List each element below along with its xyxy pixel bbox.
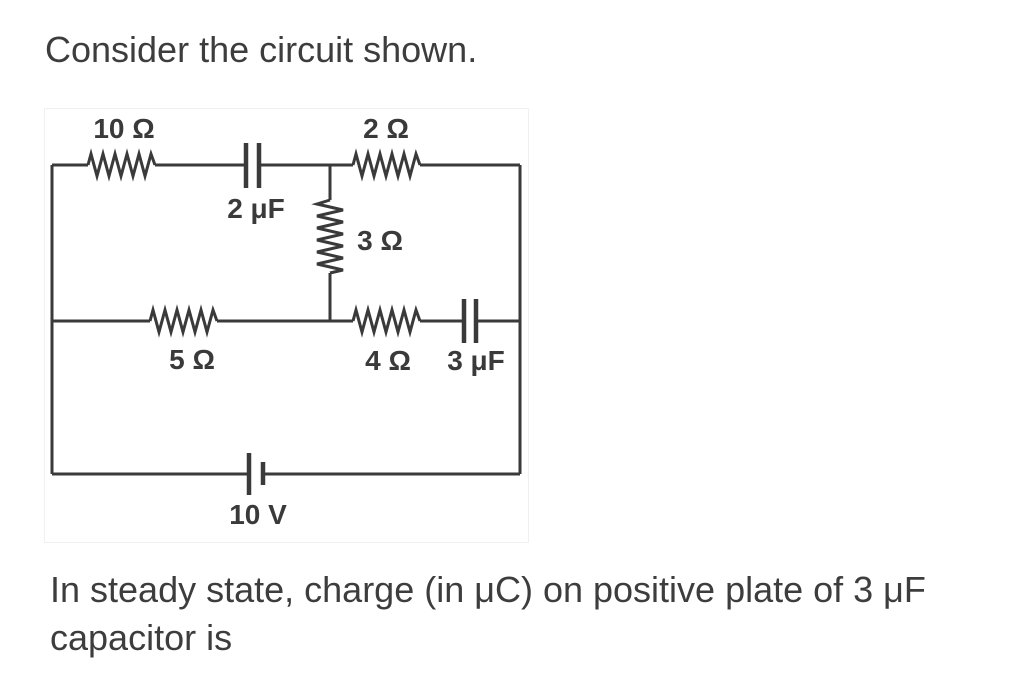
label-capacitor-2-uf: 2 μF: [227, 193, 285, 224]
label-resistor-3-ohm: 3 Ω: [357, 225, 403, 256]
label-battery-10-v: 10 V: [229, 499, 287, 530]
label-resistor-2-ohm: 2 Ω: [363, 113, 409, 144]
circuit-diagram: 10 Ω 2 Ω 2 μF 3 Ω 5 Ω 4 Ω 3 μF 10 V: [40, 100, 540, 545]
resistor-4-ohm-symbol: [351, 304, 422, 338]
label-resistor-5-ohm: 5 Ω: [169, 344, 215, 375]
resistor-3-ohm-symbol: [311, 198, 344, 275]
circuit-schematic: 10 Ω 2 Ω 2 μF 3 Ω 5 Ω 4 Ω 3 μF 10 V: [50, 113, 522, 530]
label-resistor-10-ohm: 10 Ω: [93, 113, 154, 144]
question-body-line-1: In steady state, charge (in μC) on posit…: [50, 569, 926, 610]
resistor-2-ohm-symbol: [351, 148, 422, 182]
label-capacitor-3-uf: 3 μF: [447, 345, 505, 376]
resistor-10-ohm-symbol: [86, 148, 157, 182]
question-body-line-2: capacitor is: [50, 617, 233, 658]
question-body: In steady state, charge (in μC) on posit…: [50, 566, 926, 662]
resistor-5-ohm-symbol: [148, 304, 219, 338]
question-intro: Consider the circuit shown.: [45, 29, 478, 70]
label-resistor-4-ohm: 4 Ω: [365, 345, 411, 376]
circuit-image-frame: [44, 108, 529, 543]
